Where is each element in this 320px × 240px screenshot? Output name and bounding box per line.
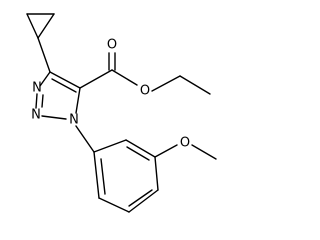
bond (128, 189, 159, 213)
bond (41, 115, 67, 120)
structure-diagram: N N N O O O (26, 13, 217, 213)
atom-label-nitrogen-1: N (69, 113, 79, 128)
bond (75, 87, 81, 114)
bond (79, 69, 113, 89)
atom-label-methoxy-oxygen: O (180, 136, 190, 151)
bond (75, 125, 95, 153)
bond (26, 13, 39, 39)
bond (35, 93, 38, 109)
bond (93, 151, 100, 199)
atom-label-carbonyl-oxygen: O (107, 38, 117, 53)
atom-label-nitrogen-3: N (32, 81, 42, 96)
bond (179, 75, 211, 95)
atom-label-ester-oxygen: O (140, 84, 150, 99)
ester-group (79, 52, 211, 95)
bond (154, 156, 159, 191)
bond (125, 139, 156, 158)
triazole-ring (35, 71, 81, 120)
bond (128, 189, 153, 207)
bond (93, 139, 127, 153)
bond (151, 75, 181, 92)
atom-label-nitrogen-2: N (31, 108, 41, 123)
bond (98, 197, 130, 213)
bond (126, 146, 150, 161)
bond (100, 158, 106, 195)
benzene-ring (93, 139, 159, 213)
bond (41, 94, 44, 108)
bond (39, 71, 51, 87)
bond (37, 37, 51, 73)
bond (37, 13, 55, 39)
cyclopropyl-group (26, 13, 55, 73)
bond (49, 71, 81, 89)
bond (191, 144, 217, 160)
methoxy-group (154, 144, 217, 160)
bond (51, 78, 77, 93)
bond (154, 144, 178, 158)
bond (111, 69, 138, 86)
